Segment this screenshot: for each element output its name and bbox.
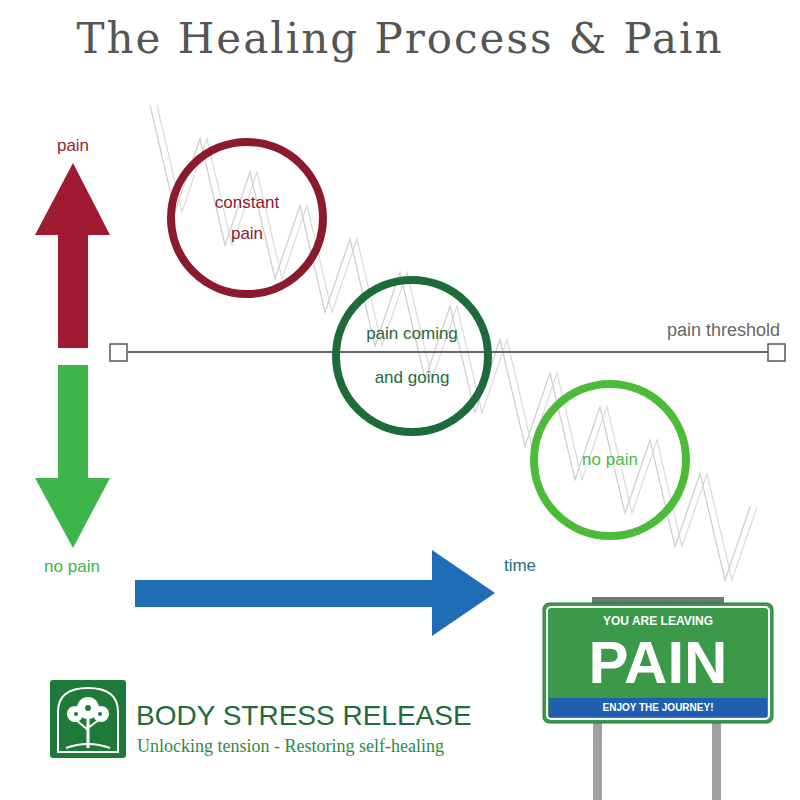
diagram-title: The Healing Process & Pain	[0, 14, 800, 63]
zigzag-decoration	[157, 105, 757, 580]
text-holder: constant pain	[167, 138, 327, 298]
sign-text: YOU ARE LEAVING	[549, 612, 767, 630]
sign-band	[549, 698, 767, 717]
pain-stage-circle: pain coming and going	[332, 276, 492, 436]
stage-label: pain coming and going	[357, 312, 467, 400]
sign-text: PAIN	[549, 629, 767, 697]
circle-ring	[171, 142, 323, 294]
threshold-end-marker	[110, 344, 127, 361]
circle-outline	[332, 276, 492, 436]
sign-text: ENJOY THE JOURNEY!	[549, 700, 767, 716]
no-pain-down-arrow	[35, 365, 110, 548]
text-holder: no pain	[530, 380, 690, 540]
pain-stage-circle: constant pain	[167, 138, 327, 298]
road-sign: YOU ARE LEAVINGPAIN ENJOY THE JOURNEY!	[543, 603, 773, 723]
circle-ring	[336, 280, 488, 432]
axis-label: no pain	[22, 557, 122, 577]
sign-post	[593, 718, 602, 800]
threshold-line	[128, 351, 768, 353]
time-arrow	[135, 550, 495, 636]
circle-ring	[534, 384, 686, 536]
brand-tagline: Unlocking tension - Restoring self-heali…	[137, 736, 517, 757]
threshold-label: pain threshold	[580, 320, 780, 341]
circle-outline	[167, 138, 327, 298]
threshold-end-marker	[768, 344, 785, 361]
zigzag-decoration	[150, 105, 750, 580]
sign-panel	[543, 603, 773, 723]
logo-icon	[50, 680, 126, 758]
stage-label: constant pain	[199, 187, 295, 249]
pain-up-arrow	[35, 163, 110, 348]
stage-label: no pain	[555, 449, 665, 471]
axis-label: pain	[33, 136, 113, 156]
pain-stage-circle: no pain	[530, 380, 690, 540]
sign-border	[547, 607, 769, 719]
axis-label: time	[490, 556, 550, 576]
brand-name: BODY STRESS RELEASE	[136, 700, 516, 732]
sign-post	[712, 718, 721, 800]
text-holder: pain coming and going	[332, 276, 492, 436]
